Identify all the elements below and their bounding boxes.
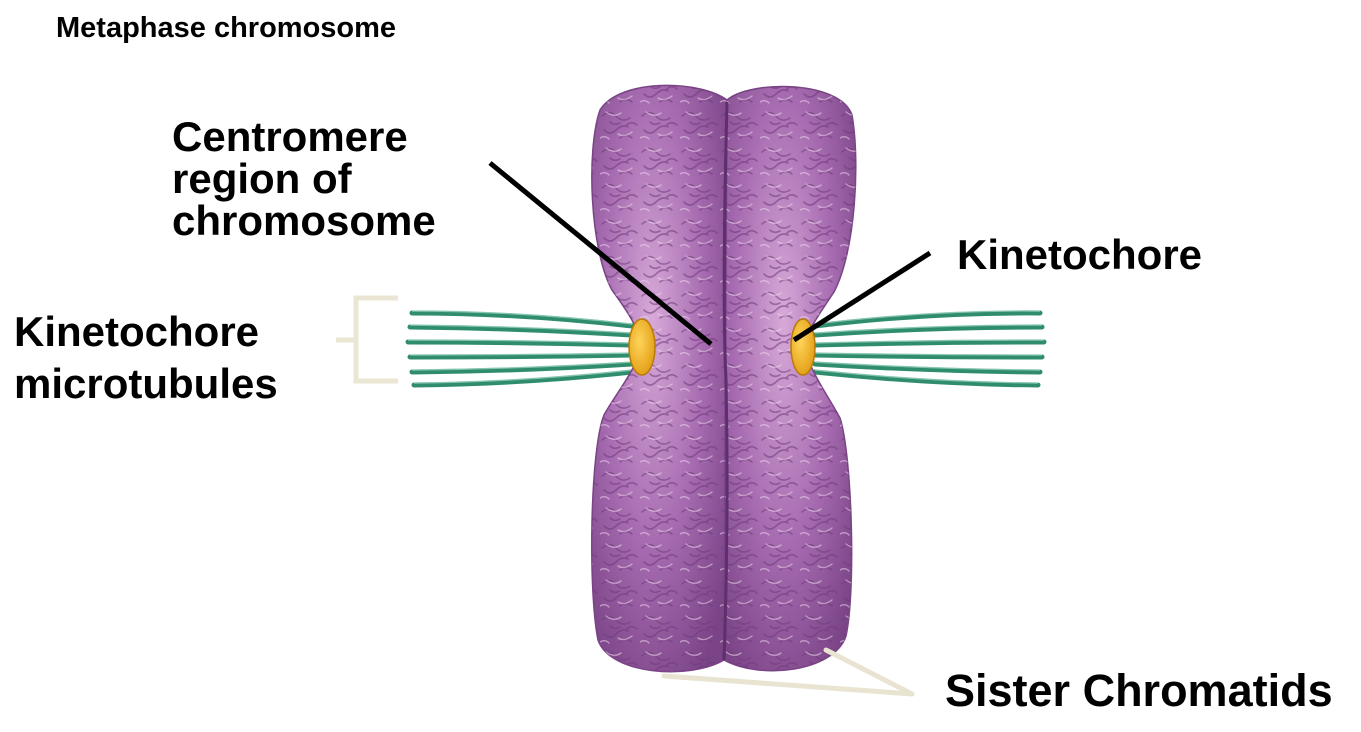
centromere-label-line-2: region of — [172, 158, 492, 200]
centromere-label-line-3: chromosome — [172, 200, 492, 242]
microtubules-label-line-1: Kinetochore — [14, 306, 334, 358]
right-chromatid — [724, 86, 856, 670]
left-kinetochore — [629, 319, 655, 375]
kinetochore-label: Kinetochore — [957, 234, 1202, 276]
left-chromatid — [592, 85, 727, 671]
microtubule-bracket — [336, 298, 398, 381]
sister-chromatids-label: Sister Chromatids — [945, 668, 1333, 713]
microtubules-label-line-2: microtubules — [14, 358, 334, 410]
left-microtubules — [408, 313, 632, 385]
centromere-label: Centromere region of chromosome — [172, 116, 492, 242]
centromere-label-line-1: Centromere — [172, 116, 492, 158]
diagram-title: Metaphase chromosome — [56, 14, 396, 43]
right-microtubules — [815, 313, 1044, 385]
microtubules-label: Kinetochore microtubules — [14, 306, 334, 410]
